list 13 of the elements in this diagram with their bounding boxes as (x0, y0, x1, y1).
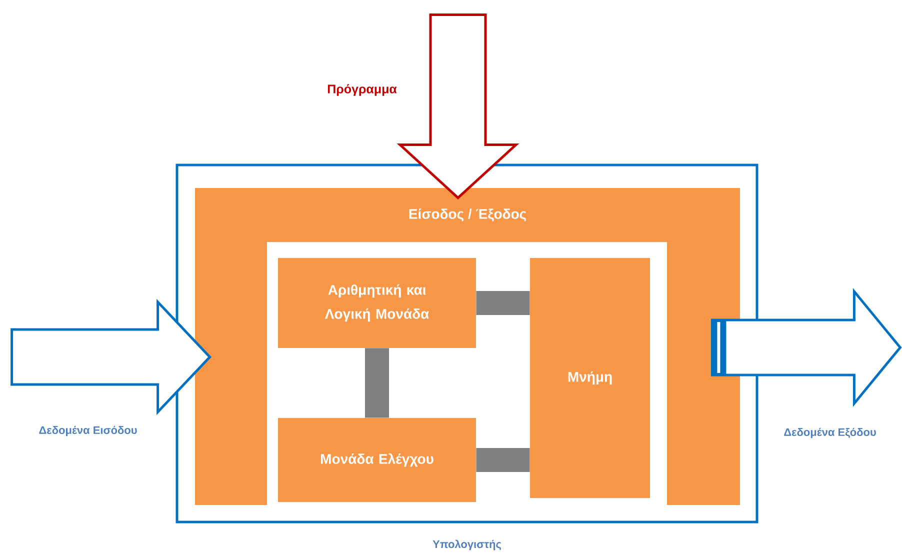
connector-bar (476, 448, 530, 472)
unit-box: Μονάδα Ελέγχου (278, 418, 476, 502)
unit-box: Αριθμητική και Λογική Μονάδα (278, 258, 476, 348)
node-label: Υπολογιστής (432, 540, 502, 550)
unit-box: Μνήμη (530, 258, 650, 498)
caption-text: Δεδομένα Εισόδου (39, 426, 137, 436)
connector-bar (365, 348, 389, 418)
connector-bar (476, 290, 530, 315)
edge-label: Πρόγραμμα (328, 84, 397, 96)
block-arrow (10, 298, 212, 416)
block-arrow (710, 288, 902, 407)
block-arrow (396, 14, 520, 200)
caption-text: Δεδομένα Εξόδου (784, 428, 876, 438)
